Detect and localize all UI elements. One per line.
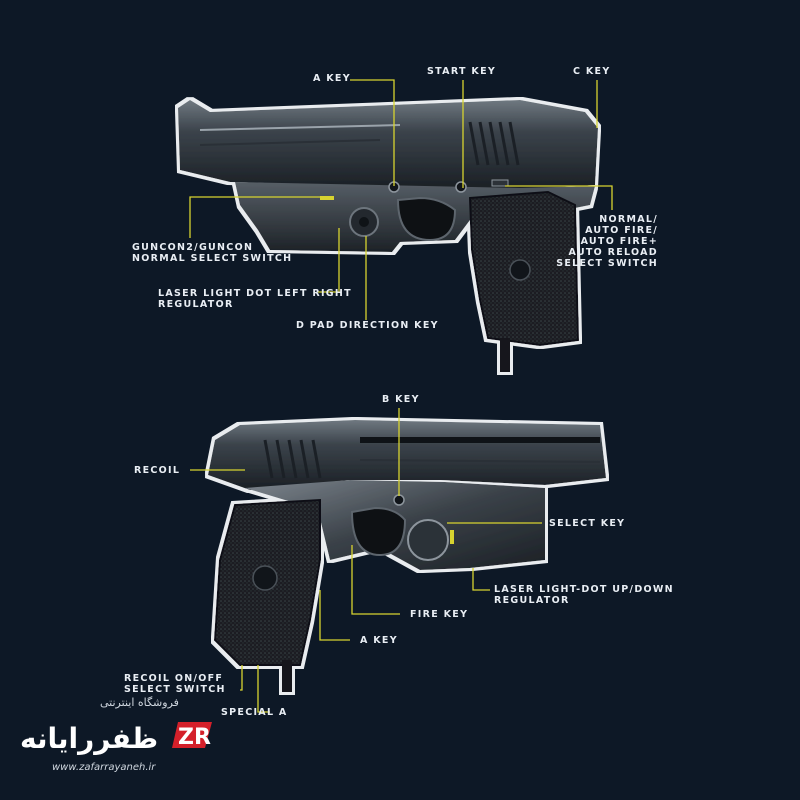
label-laser-lr: LASER LIGHT DOT LEFT RIGHT REGULATOR <box>158 288 352 310</box>
top-gun <box>178 100 598 372</box>
label-recoil-switch-line1: RECOIL ON/OFF <box>124 673 226 684</box>
label-dpad: D PAD DIRECTION KEY <box>296 320 439 331</box>
label-laser-lr-line1: LASER LIGHT DOT LEFT RIGHT <box>158 288 352 299</box>
label-guncon-switch-line2: NORMAL SELECT SWITCH <box>132 253 292 264</box>
label-guncon-switch-line1: GUNCON2/GUNCON <box>132 242 292 253</box>
label-laser-ud: LASER LIGHT-DOT UP/DOWN REGULATOR <box>494 584 674 606</box>
top-gun-slide <box>178 100 598 190</box>
watermark-logo: فروشگاه اینترنتی ظفررایانه www.zafarraya… <box>20 690 280 790</box>
label-fire-mode-switch: NORMAL/ AUTO FIRE/ AUTO FIRE+ AUTO RELOA… <box>556 214 658 269</box>
label-select-key: SELECT KEY <box>549 518 625 529</box>
label-fire-mode-line2: AUTO FIRE/ <box>556 225 658 236</box>
label-fire-mode-line4: AUTO RELOAD <box>556 247 658 258</box>
label-guncon-switch: GUNCON2/GUNCON NORMAL SELECT SWITCH <box>132 242 292 264</box>
label-c-key: C KEY <box>573 66 611 77</box>
label-a-key-top: A KEY <box>313 73 351 84</box>
logo-subtitle: فروشگاه اینترنتی <box>100 696 179 709</box>
label-fire-mode-line1: NORMAL/ <box>556 214 658 225</box>
label-recoil: RECOIL <box>134 465 180 476</box>
label-laser-ud-line2: REGULATOR <box>494 595 674 606</box>
label-b-key: B KEY <box>382 394 420 405</box>
label-fire-mode-line5: SELECT SWITCH <box>556 258 658 269</box>
label-start-key: START KEY <box>427 66 496 77</box>
label-laser-lr-line2: REGULATOR <box>158 299 352 310</box>
label-a-key-bottom: A KEY <box>360 635 398 646</box>
label-fire-mode-line3: AUTO FIRE+ <box>556 236 658 247</box>
logo-persian-name: ظفررایانه <box>20 722 158 755</box>
label-laser-ud-line1: LASER LIGHT-DOT UP/DOWN <box>494 584 674 595</box>
logo-url: www.zafarrayaneh.ir <box>52 762 155 773</box>
label-fire-key: FIRE KEY <box>410 609 468 620</box>
